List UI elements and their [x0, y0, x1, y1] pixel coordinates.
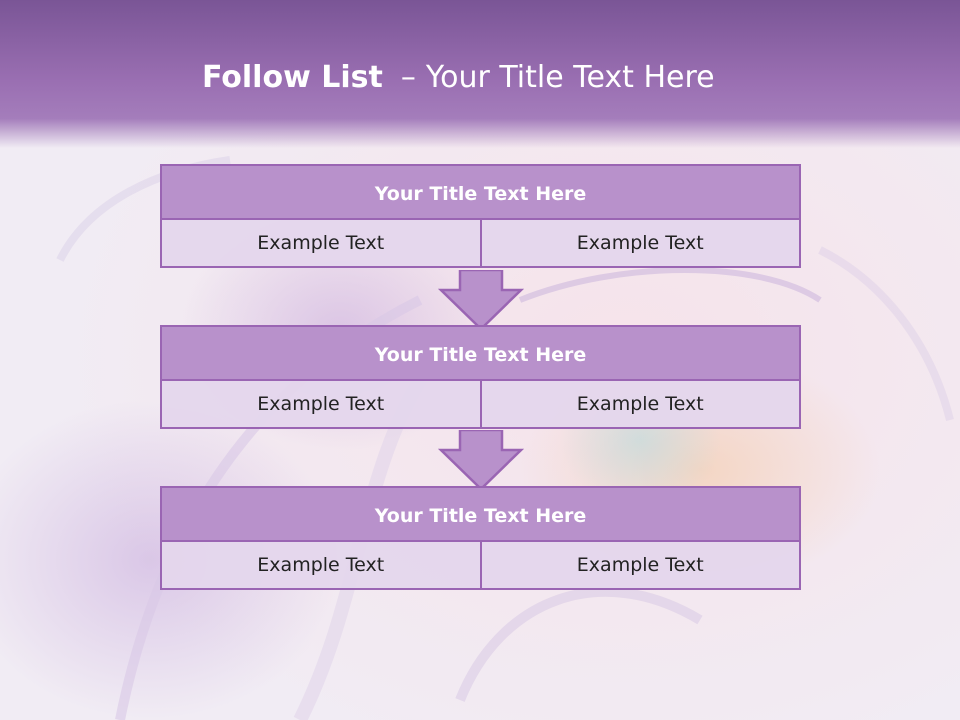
- list-block: Your Title Text Here Example Text Exampl…: [160, 325, 801, 429]
- block-cell-right: Example Text: [479, 218, 801, 268]
- block-title: Your Title Text Here: [160, 164, 801, 220]
- title-bar: [0, 0, 960, 148]
- arrow-down-icon: [438, 270, 524, 331]
- block-row: Example Text Example Text: [160, 379, 801, 429]
- block-cell-right: Example Text: [479, 379, 801, 429]
- slide-title-rest: Your Title Text Here: [425, 60, 715, 95]
- block-title: Your Title Text Here: [160, 486, 801, 542]
- block-cell-right: Example Text: [479, 540, 801, 590]
- block-title: Your Title Text Here: [160, 325, 801, 381]
- block-row: Example Text Example Text: [160, 218, 801, 268]
- list-block: Your Title Text Here Example Text Exampl…: [160, 486, 801, 590]
- block-cell-left: Example Text: [160, 218, 482, 268]
- block-cell-left: Example Text: [160, 379, 482, 429]
- slide-title: Follow List–Your Title Text Here: [202, 56, 715, 100]
- block-cell-left: Example Text: [160, 540, 482, 590]
- list-block: Your Title Text Here Example Text Exampl…: [160, 164, 801, 268]
- slide-title-separator: –: [400, 60, 416, 95]
- block-row: Example Text Example Text: [160, 540, 801, 590]
- arrow-down-icon: [438, 430, 524, 491]
- slide-title-bold: Follow List: [202, 60, 383, 95]
